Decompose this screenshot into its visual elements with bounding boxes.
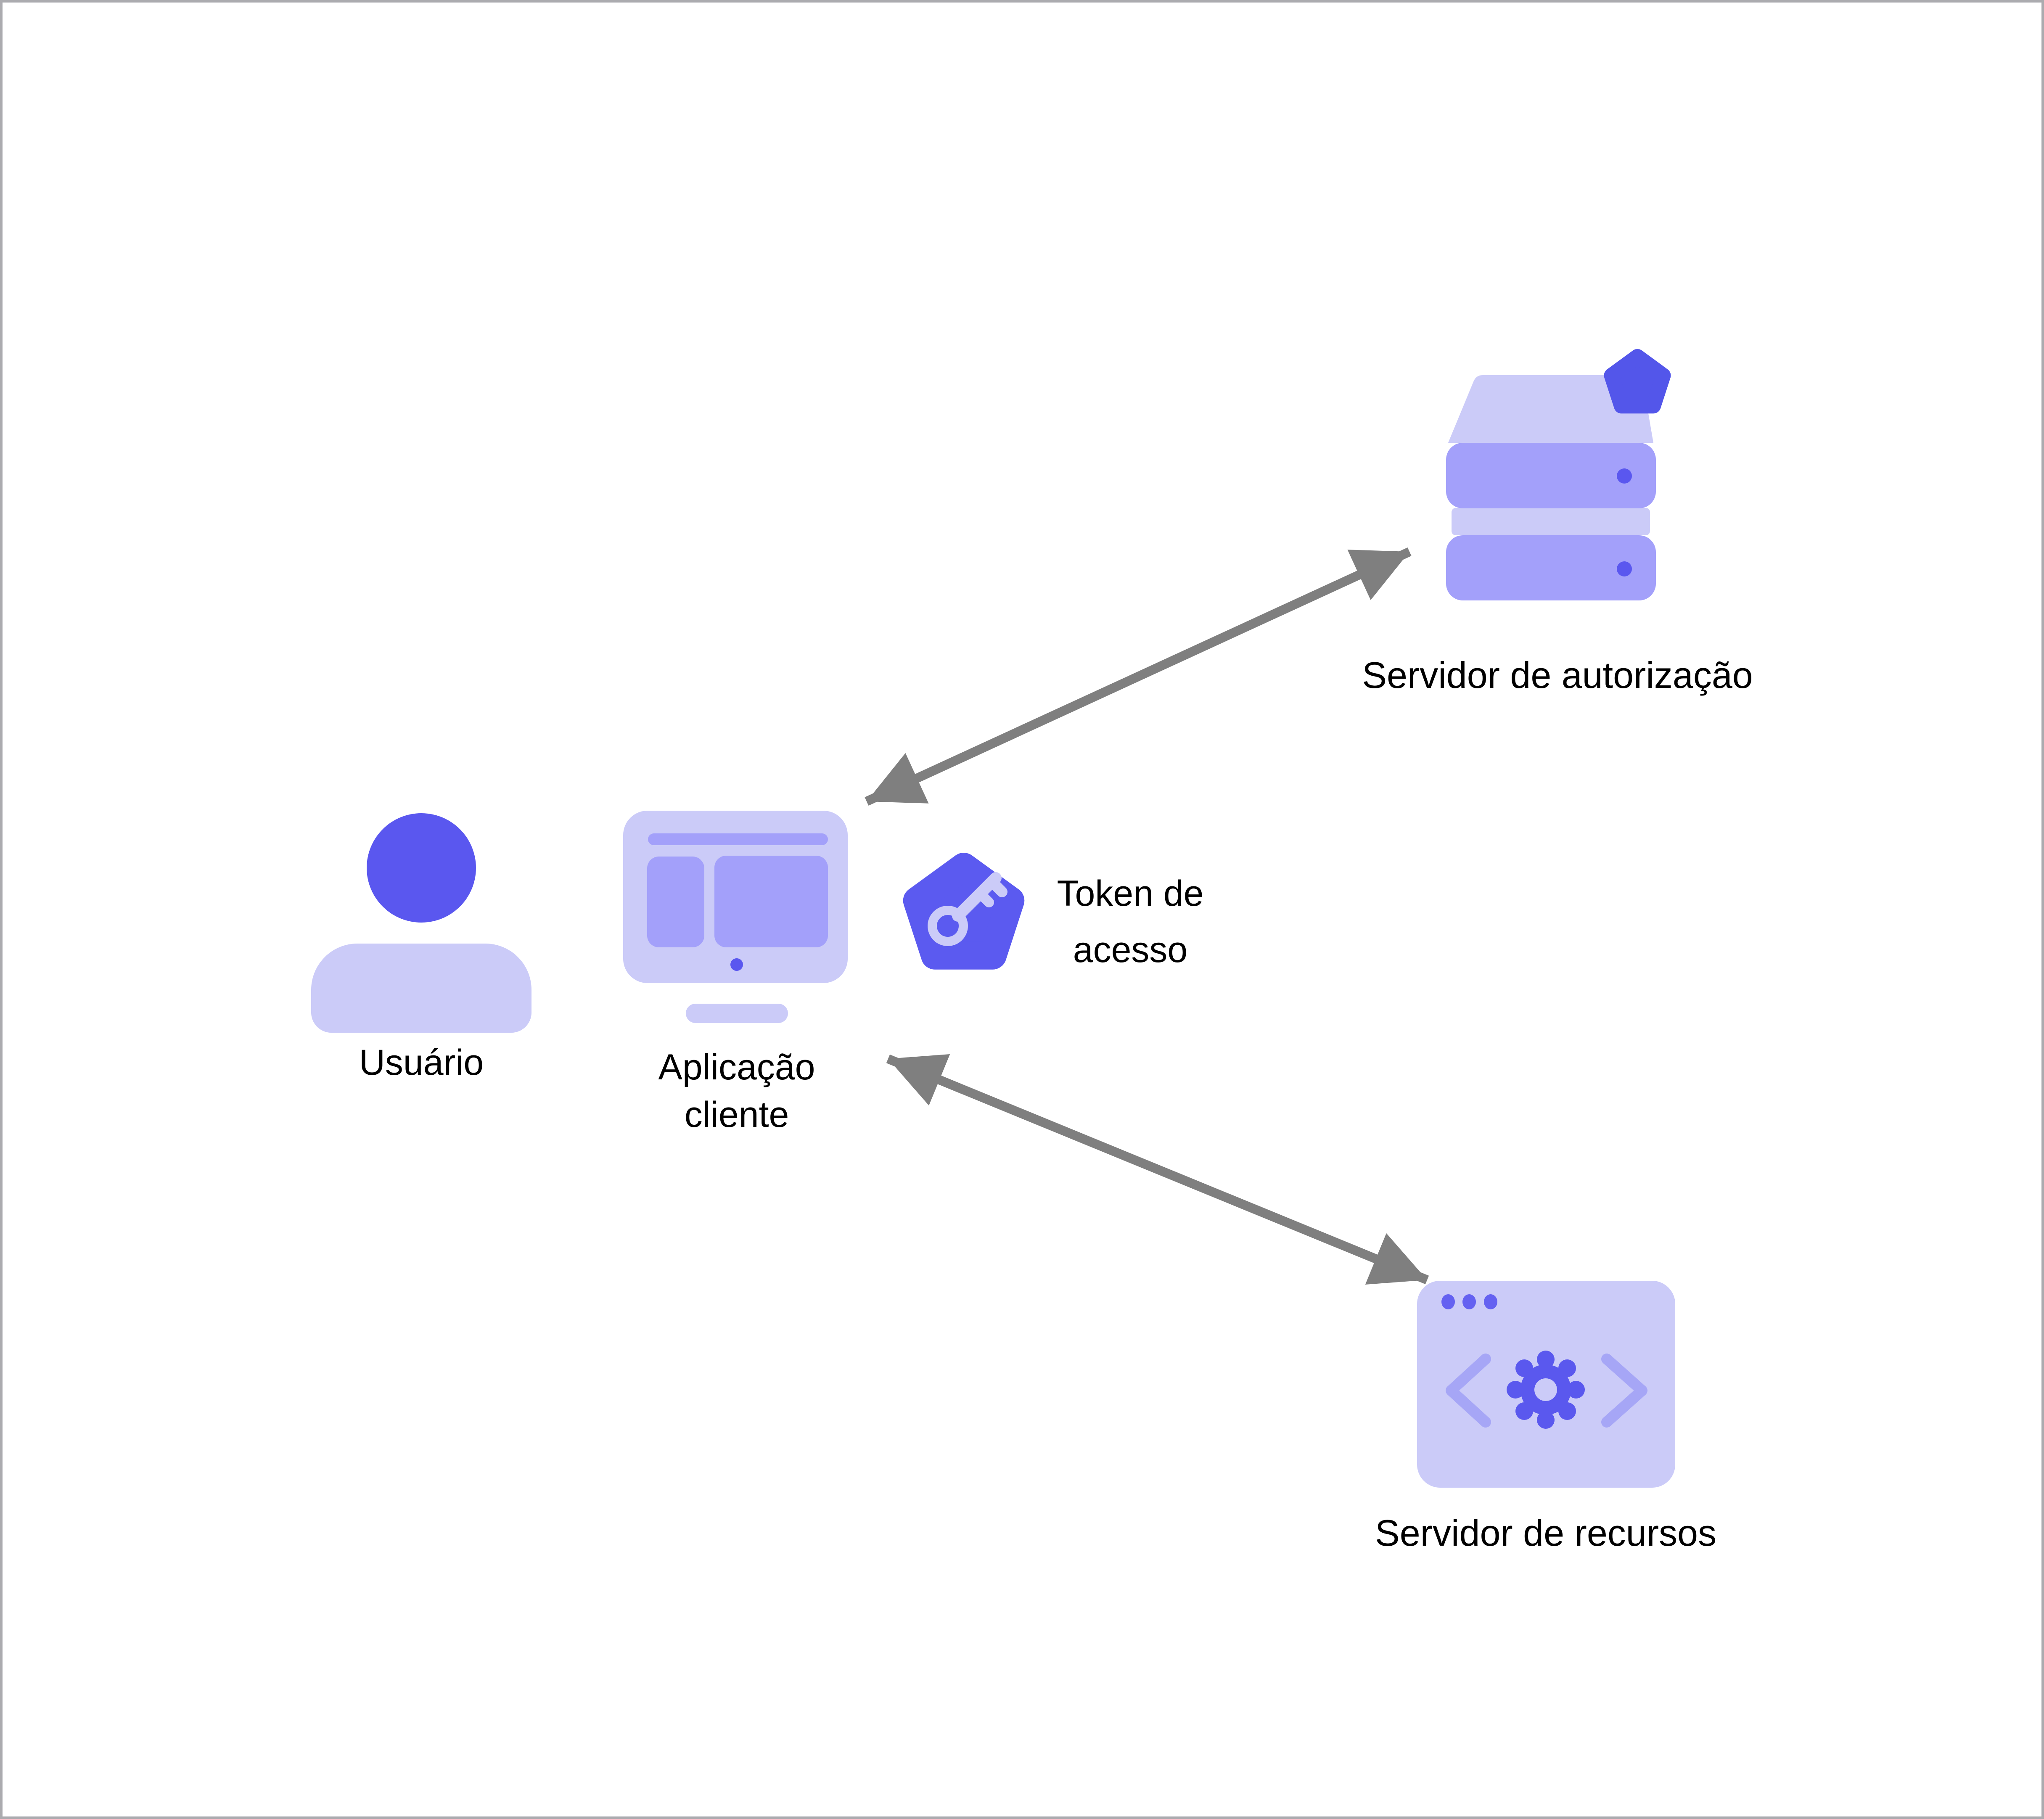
access-token-label-line1: Token de xyxy=(1057,873,1204,914)
server-middle-band xyxy=(1452,508,1650,535)
server-led-bottom xyxy=(1617,561,1632,576)
chevron-left-icon xyxy=(1446,1354,1491,1428)
monitor-left-panel xyxy=(647,857,704,947)
key-icon xyxy=(928,872,1007,946)
person-icon-body xyxy=(311,944,531,1033)
monitor-power-dot xyxy=(730,958,743,971)
access-token-label-line2: acesso xyxy=(1073,930,1188,970)
chevron-right-icon xyxy=(1601,1354,1647,1428)
auth-badge-pentagon-icon xyxy=(1604,349,1671,414)
monitor-stand xyxy=(686,1004,788,1023)
client-app-label-line1: Aplicação xyxy=(658,1047,815,1087)
icon-layer xyxy=(865,349,1671,1429)
window-dot-3 xyxy=(1484,1294,1497,1309)
authorization-server-label: Servidor de autorização xyxy=(1362,654,1753,696)
client-app-label-line2: cliente xyxy=(684,1094,789,1135)
client-app-label: Aplicação cliente xyxy=(611,1044,863,1138)
server-top-lid xyxy=(1448,375,1653,443)
arrow-client-auth-server xyxy=(865,547,1412,806)
user-label: Usuário xyxy=(359,1042,484,1083)
access-token-label: Token de acesso xyxy=(1004,865,1256,978)
resource-server-label: Servidor de recursos xyxy=(1375,1512,1716,1554)
arrow-client-resource-server xyxy=(886,1054,1429,1285)
window-dot-1 xyxy=(1441,1294,1455,1309)
window-dot-2 xyxy=(1462,1294,1476,1309)
gear-icon xyxy=(1507,1351,1585,1429)
server-led-top xyxy=(1617,468,1632,484)
monitor-right-panel xyxy=(714,856,828,947)
monitor-titlebar xyxy=(648,833,828,845)
person-icon-head xyxy=(367,813,476,923)
